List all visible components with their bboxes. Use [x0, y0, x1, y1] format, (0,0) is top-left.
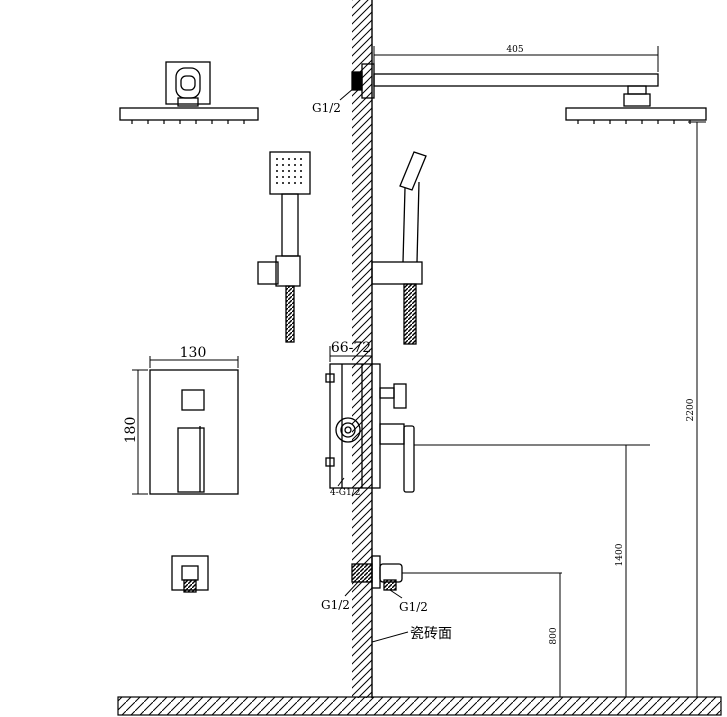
dim-faceplate-height: 180 — [123, 417, 139, 444]
dim-arm-length — [373, 46, 659, 72]
dim-faceplate-width: 130 — [180, 345, 207, 361]
wall-outlet-front — [171, 555, 209, 593]
hand-shower-side — [371, 151, 427, 345]
outlet-leader-right — [389, 589, 403, 599]
dim-height-shower-value: 2200 — [686, 398, 696, 421]
wall-outlet-side — [351, 555, 403, 591]
valve-faceplate-front — [149, 369, 239, 495]
dim-height-shower — [688, 121, 706, 697]
dim-height-outlet-value: 800 — [549, 627, 559, 644]
shower-arm-side — [351, 63, 707, 124]
dim-height-valve-value: 1400 — [615, 543, 625, 566]
inlet-leader — [339, 87, 355, 101]
valve-ports-label: 4-G1/2 — [330, 488, 360, 498]
outlet-thread-left: G1/2 — [321, 598, 350, 612]
dim-valve-depth — [329, 346, 373, 362]
inlet-thread-label: G1/2 — [312, 101, 341, 115]
floor — [117, 696, 722, 716]
dim-faceplate — [132, 356, 239, 495]
hand-shower-front — [257, 151, 311, 343]
ports-leader — [337, 477, 345, 487]
outlet-thread-right: G1/2 — [399, 600, 428, 614]
tile-surface-label: 瓷砖面 — [410, 626, 452, 642]
dim-valve-depth-value: 66-72 — [331, 340, 371, 356]
dim-height-valve — [414, 444, 650, 697]
outlet-leader-left — [344, 581, 359, 597]
valve-body-side — [325, 363, 415, 493]
rain-shower-head-front — [119, 61, 259, 124]
tile-leader — [371, 631, 409, 643]
dim-arm-length-value: 405 — [506, 45, 523, 55]
dim-height-outlet — [402, 572, 562, 697]
